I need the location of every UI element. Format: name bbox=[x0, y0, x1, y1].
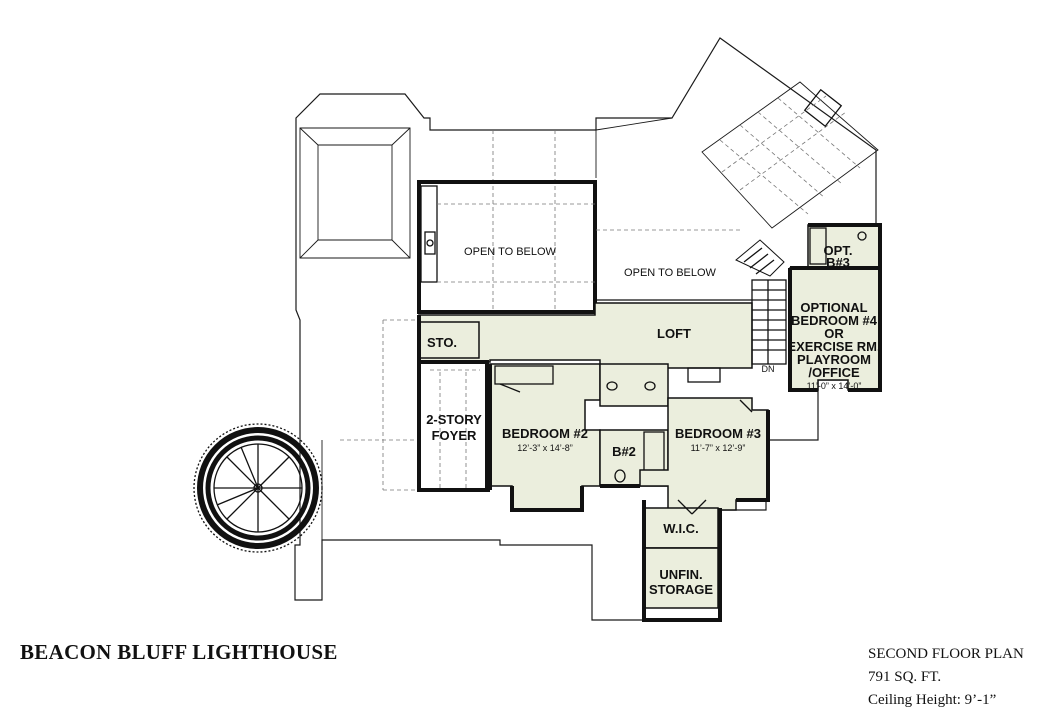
bedroom-3-label: BEDROOM #3 bbox=[675, 426, 761, 441]
optional-bedroom-area bbox=[789, 224, 881, 391]
optional-bedroom-label-line1: OPTIONAL bbox=[800, 300, 867, 315]
bath-2-label: B#2 bbox=[612, 444, 636, 459]
lighthouse-tower bbox=[193, 423, 323, 553]
bedroom-3-dimensions: 11’-7” x 12’-9” bbox=[691, 443, 746, 453]
loft-label: LOFT bbox=[657, 326, 691, 341]
wic-room bbox=[643, 507, 719, 549]
bedroom-3-area bbox=[639, 397, 769, 511]
walls bbox=[417, 223, 882, 622]
open-to-below-label-1: OPEN TO BELOW bbox=[464, 246, 557, 258]
optional-bedroom-label-line4: EXERCISE RM. bbox=[787, 339, 880, 354]
plan-title: BEACON BLUFF LIGHTHOUSE bbox=[20, 640, 338, 664]
two-story-foyer bbox=[417, 360, 489, 492]
opt-bath-label-line2: B#3 bbox=[826, 255, 850, 270]
optional-bedroom-label-line6: /OFFICE bbox=[808, 365, 860, 380]
stairs-down-label: DN bbox=[762, 364, 775, 374]
floor-name: SECOND FLOOR PLAN bbox=[868, 646, 1024, 662]
storage-room bbox=[418, 321, 480, 359]
optional-bedroom-dimensions: 11’-0” x 14’-0” bbox=[807, 381, 862, 391]
bedroom-2-dimensions: 12’-3” x 14’-8” bbox=[517, 443, 573, 453]
bath-2-vanity bbox=[599, 363, 669, 407]
open-to-below-label-2: OPEN TO BELOW bbox=[624, 267, 717, 279]
optional-bedroom-label-line3: OR bbox=[824, 326, 844, 341]
wic-storage-area bbox=[643, 499, 719, 609]
stairs bbox=[735, 239, 787, 365]
optional-bedroom-label-line2: BEDROOM #4 bbox=[791, 313, 878, 328]
opt-bath-label-line1: OPT. bbox=[824, 243, 853, 258]
sto-label: STO. bbox=[427, 335, 457, 350]
chimney-icon bbox=[803, 88, 843, 128]
unfin-storage-label-line2: STORAGE bbox=[649, 582, 713, 597]
unfinished-storage-room bbox=[643, 547, 719, 609]
unfin-storage-label-line1: UNFIN. bbox=[659, 567, 702, 582]
optional-bedroom-label-line5: PLAYROOM bbox=[797, 352, 871, 367]
wic-label: W.I.C. bbox=[663, 521, 698, 536]
bedroom-3-room bbox=[639, 397, 769, 511]
foyer-label-line1: 2-STORY bbox=[426, 412, 482, 427]
open-to-below-areas bbox=[417, 180, 752, 314]
spiral-stair-icon bbox=[214, 444, 302, 532]
roof-gable-right bbox=[701, 81, 879, 229]
sto-foyer bbox=[417, 321, 489, 492]
bedroom-2-label: BEDROOM #2 bbox=[502, 426, 588, 441]
square-footage: 791 SQ. FT. bbox=[868, 669, 942, 685]
ceiling-height: Ceiling Height: 9’-1” bbox=[868, 692, 997, 708]
foyer-label-line2: FOYER bbox=[432, 428, 477, 443]
